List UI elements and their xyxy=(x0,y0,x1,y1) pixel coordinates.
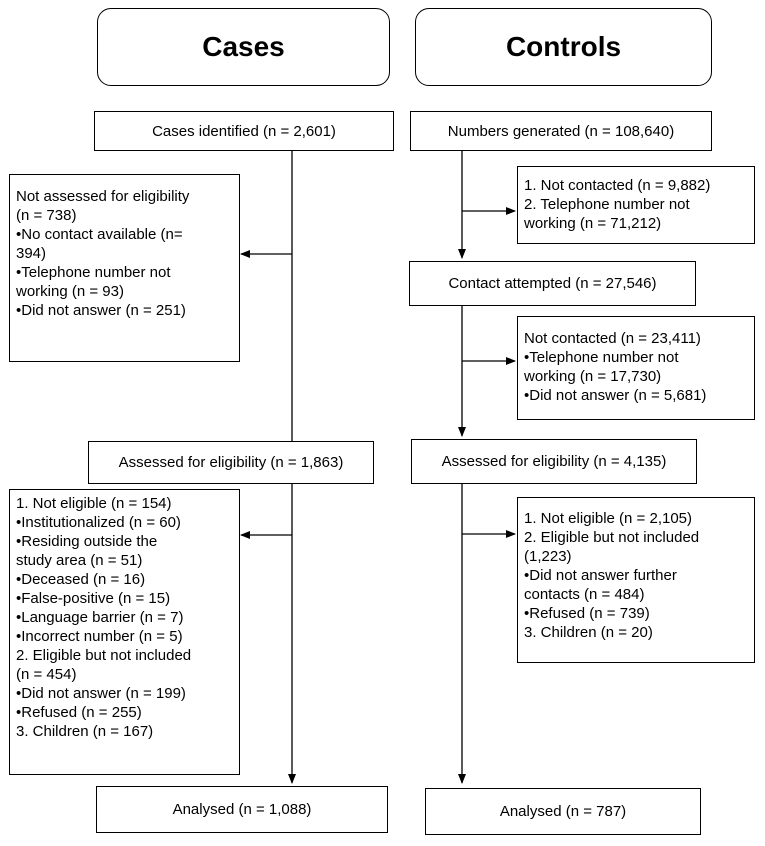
cases-identified-box: Cases identified (n = 2,601) xyxy=(94,111,394,151)
controls-excluded-line: •Did not answer further xyxy=(524,567,677,584)
cases-header: Cases xyxy=(97,8,390,86)
controls-excluded-box: 1. Not eligible (n = 2,105) 2. Eligible … xyxy=(517,497,755,663)
cases-analysed-box: Analysed (n = 1,088) xyxy=(96,786,388,833)
controls-excluded-line: (1,223) xyxy=(524,548,572,565)
controls-not-contacted-1-box: 1. Not contacted (n = 9,882) 2. Telephon… xyxy=(517,166,755,244)
controls-not-contacted-2-line: •Did not answer (n = 5,681) xyxy=(524,387,707,404)
cases-excluded-line: 2. Eligible but not included xyxy=(16,647,192,664)
cases-assessed-box: Assessed for eligibility (n = 1,863) xyxy=(88,441,374,484)
controls-generated-box: Numbers generated (n = 108,640) xyxy=(410,111,712,151)
cases-not-assessed-line: 394) xyxy=(16,245,47,262)
controls-not-contacted-2-line: Not contacted (n = 23,411) xyxy=(524,330,701,347)
controls-excluded-line: 2. Eligible but not included xyxy=(524,529,700,546)
controls-not-contacted-2-box: Not contacted (n = 23,411) •Telephone nu… xyxy=(517,316,755,420)
cases-not-assessed-line: (n = 738) xyxy=(16,207,77,224)
cases-excluded-line: •Language barrier (n = 7) xyxy=(16,609,184,626)
cases-excluded-line: •False-positive (n = 15) xyxy=(16,590,171,607)
controls-analysed-box: Analysed (n = 787) xyxy=(425,788,701,835)
cases-not-assessed-box: Not assessed for eligibility (n = 738) •… xyxy=(9,174,240,362)
cases-excluded-line: 3. Children (n = 167) xyxy=(16,723,154,740)
cases-excluded-line: (n = 454) xyxy=(16,666,77,683)
cases-not-assessed-line: working (n = 93) xyxy=(16,283,124,300)
controls-not-contacted-1-line: 2. Telephone number not xyxy=(524,196,690,213)
cases-not-assessed-line: Not assessed for eligibility xyxy=(16,188,190,205)
cases-excluded-line: •Deceased (n = 16) xyxy=(16,571,146,588)
controls-not-contacted-2-line: working (n = 17,730) xyxy=(524,368,662,385)
cases-excluded-line: 1. Not eligible (n = 154) xyxy=(16,495,172,512)
cases-excluded-line: •Did not answer (n = 199) xyxy=(16,685,186,702)
controls-excluded-line: 3. Children (n = 20) xyxy=(524,624,653,641)
cases-excluded-line: •Refused (n = 255) xyxy=(16,704,142,721)
cases-excluded-line: •Incorrect number (n = 5) xyxy=(16,628,183,645)
controls-not-contacted-1-line: working (n = 71,212) xyxy=(524,215,662,232)
cases-excluded-line: •Institutionalized (n = 60) xyxy=(16,514,181,531)
controls-excluded-line: contacts (n = 484) xyxy=(524,586,645,603)
cases-excluded-line: study area (n = 51) xyxy=(16,552,143,569)
controls-contact-attempted-box: Contact attempted (n = 27,546) xyxy=(409,261,696,306)
controls-not-contacted-2-line: •Telephone number not xyxy=(524,349,679,366)
cases-not-assessed-line: •No contact available (n= xyxy=(16,226,183,243)
controls-excluded-line: •Refused (n = 739) xyxy=(524,605,650,622)
cases-excluded-box: 1. Not eligible (n = 154) •Institutional… xyxy=(9,489,240,775)
cases-excluded-line: •Residing outside the xyxy=(16,533,158,550)
controls-not-contacted-1-line: 1. Not contacted (n = 9,882) xyxy=(524,177,711,194)
controls-assessed-box: Assessed for eligibility (n = 4,135) xyxy=(411,439,697,484)
cases-not-assessed-line: •Telephone number not xyxy=(16,264,171,281)
controls-excluded-line: 1. Not eligible (n = 2,105) xyxy=(524,510,693,527)
controls-header: Controls xyxy=(415,8,712,86)
cases-not-assessed-line: •Did not answer (n = 251) xyxy=(16,302,186,319)
